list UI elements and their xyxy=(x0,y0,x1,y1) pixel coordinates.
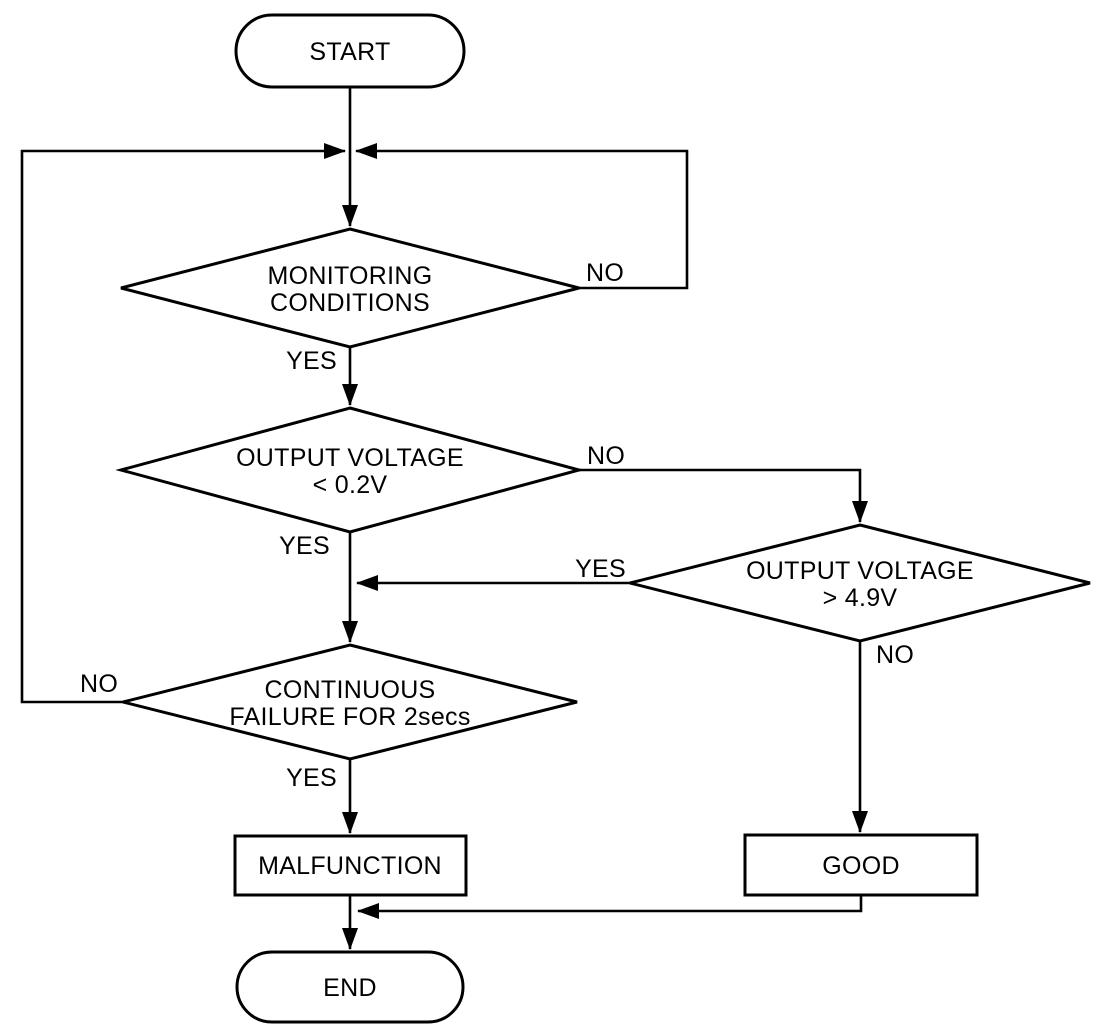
start-label: START xyxy=(309,38,390,66)
output-voltage-high-label-line2: > 4.9V xyxy=(823,584,898,612)
output-low-yes-label: YES xyxy=(279,532,330,560)
edge-good-to-end xyxy=(357,895,863,919)
start-terminator-shape xyxy=(234,13,466,89)
decision-continuous-failure: CONTINUOUS FAILURE FOR 2secs xyxy=(122,643,578,761)
edge-output-low-no xyxy=(579,468,868,523)
good-box xyxy=(743,833,979,897)
end-label: END xyxy=(323,974,377,1002)
output-high-no-label: NO xyxy=(876,641,914,669)
monitoring-conditions-label-line2: CONDITIONS xyxy=(270,289,430,317)
end-node: END xyxy=(235,950,465,1024)
output-voltage-high-diamond xyxy=(629,523,1091,643)
continuous-failure-diamond xyxy=(122,643,578,761)
process-malfunction: MALFUNCTION xyxy=(233,834,468,897)
output-high-yes-label: YES xyxy=(575,555,626,583)
continuous-no-label: NO xyxy=(80,670,118,698)
malfunction-label: MALFUNCTION xyxy=(258,852,442,880)
edge-monitoring-no-loop xyxy=(355,143,689,290)
good-label: GOOD xyxy=(822,852,900,880)
decision-output-voltage-low: OUTPUT VOLTAGE < 0.2V xyxy=(115,406,585,534)
process-good: GOOD xyxy=(743,833,979,897)
malfunction-box xyxy=(233,834,468,897)
monitoring-yes-label: YES xyxy=(286,347,337,375)
decision-output-voltage-high: OUTPUT VOLTAGE > 4.9V xyxy=(629,523,1091,643)
output-low-no-label: NO xyxy=(587,442,625,470)
monitoring-conditions-label-line1: MONITORING xyxy=(267,262,432,290)
continuous-failure-label-line1: CONTINUOUS xyxy=(264,676,435,704)
monitoring-conditions-diamond xyxy=(120,227,580,349)
edge-labels: NO YES NO YES YES NO NO YES xyxy=(80,259,914,792)
output-voltage-low-label-line2: < 0.2V xyxy=(313,471,388,499)
output-voltage-high-label-line1: OUTPUT VOLTAGE xyxy=(746,557,974,585)
continuous-yes-label: YES xyxy=(286,764,337,792)
output-voltage-low-label-line1: OUTPUT VOLTAGE xyxy=(236,444,464,472)
continuous-failure-label-line2: FAILURE FOR 2secs xyxy=(229,703,470,731)
output-voltage-low-diamond xyxy=(115,406,585,534)
decision-monitoring-conditions: MONITORING CONDITIONS xyxy=(120,227,580,349)
monitoring-no-label: NO xyxy=(586,259,624,287)
edges xyxy=(20,87,868,950)
edge-continuous-no-loop xyxy=(20,143,346,704)
start-node: START xyxy=(234,13,466,89)
end-terminator-shape xyxy=(235,950,465,1024)
